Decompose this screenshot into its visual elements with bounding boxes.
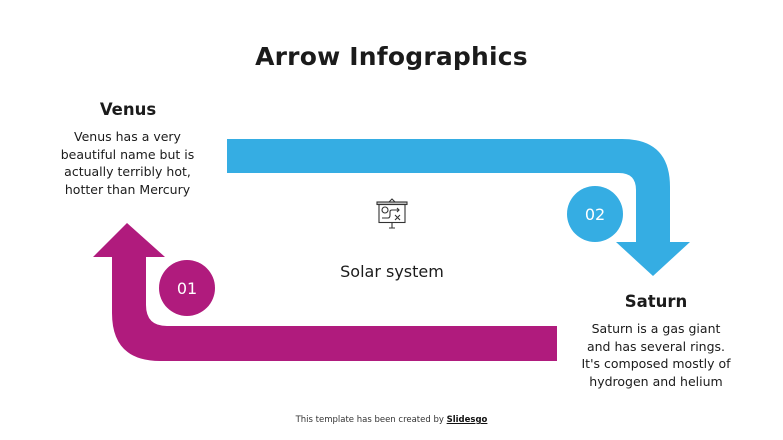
step-badge-02: 02	[567, 186, 623, 242]
presentation-board-icon	[376, 198, 408, 229]
footer-credit: This template has been created by Slides…	[295, 415, 488, 425]
step-heading-venus: Venus	[99, 100, 157, 119]
slide-title: Arrow Infographics	[255, 42, 528, 71]
slidesgo-link[interactable]: Slidesgo	[446, 415, 488, 425]
magenta-arrow	[93, 223, 557, 361]
step-description-saturn: Saturn is a gas giant and has several ri…	[581, 321, 731, 389]
step-description-venus: Venus has a very beautiful name but is a…	[60, 129, 195, 197]
blue-arrow	[227, 139, 690, 276]
step-heading-saturn: Saturn	[624, 292, 688, 311]
step-badge-01: 01	[159, 260, 215, 316]
center-label: Solar system	[340, 262, 444, 281]
